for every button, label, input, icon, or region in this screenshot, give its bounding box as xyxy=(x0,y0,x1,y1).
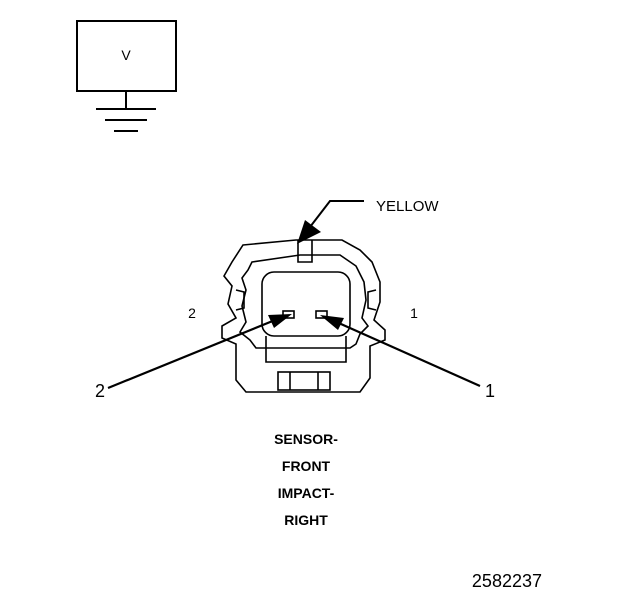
pin-1-callout: 1 xyxy=(320,315,495,401)
color-callout: YELLOW xyxy=(297,198,439,244)
pin-2-callout: 2 xyxy=(95,314,292,401)
arrowhead-icon xyxy=(297,220,321,244)
ground-icon xyxy=(96,108,156,132)
connector-color-label: YELLOW xyxy=(376,198,439,215)
pin-1-callout-label: 1 xyxy=(485,381,495,401)
terminal-1 xyxy=(315,310,328,319)
caption-line: IMPACT- xyxy=(278,485,335,501)
figure-number: 2582237 xyxy=(472,571,542,591)
connector-body xyxy=(221,239,386,393)
pin-2-callout-label: 2 xyxy=(95,381,105,401)
connector-caption: SENSOR- FRONT IMPACT- RIGHT xyxy=(274,431,338,528)
caption-line: SENSOR- xyxy=(274,431,338,447)
voltmeter-label: V xyxy=(121,47,131,63)
caption-line: RIGHT xyxy=(284,512,328,528)
cavity-label-1: 1 xyxy=(410,305,418,321)
arrowhead-icon xyxy=(268,314,292,328)
cavity-label-2: 2 xyxy=(188,305,196,321)
caption-line: FRONT xyxy=(282,458,331,474)
arrowhead-icon xyxy=(320,315,344,330)
voltmeter-symbol: V xyxy=(76,20,177,132)
